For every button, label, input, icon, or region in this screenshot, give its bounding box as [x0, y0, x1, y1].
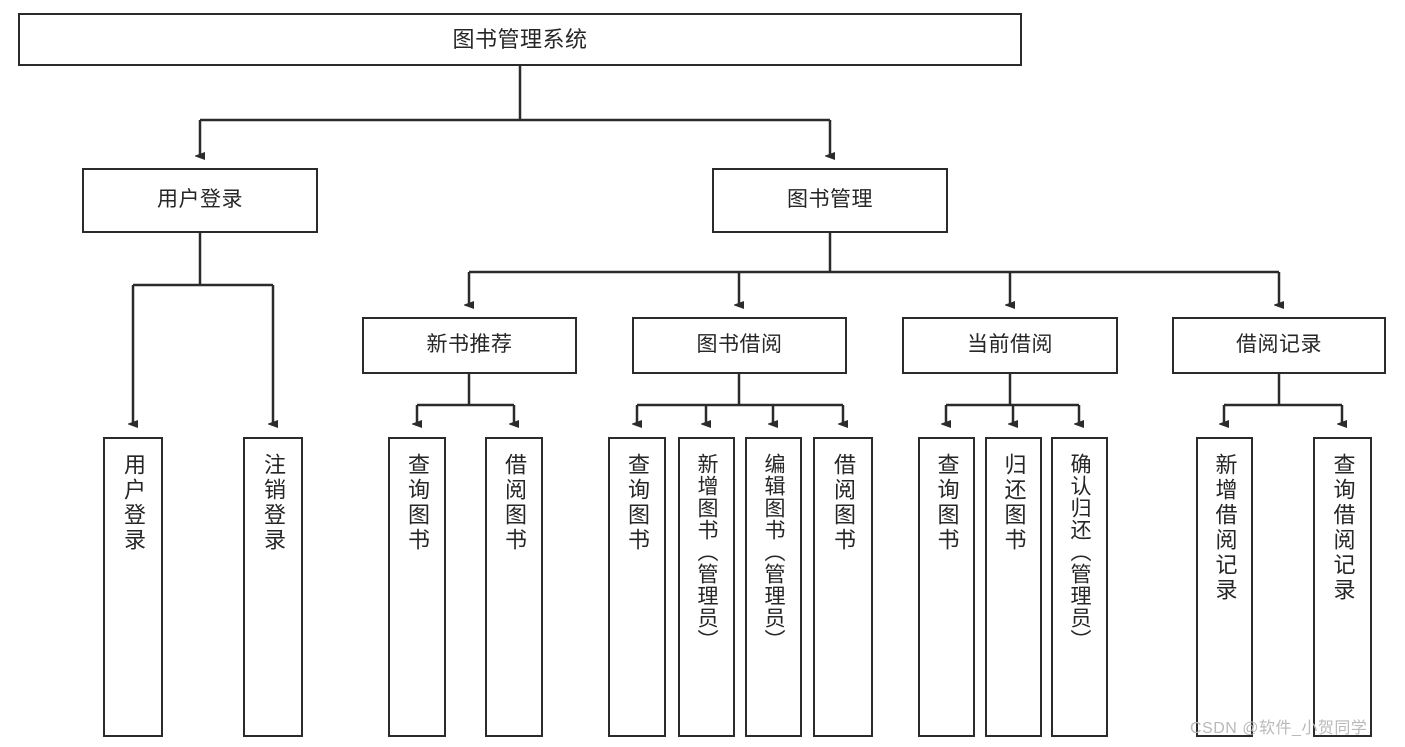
node-leaf-query-book-2-label: 查询图书 — [625, 453, 650, 553]
node-leaf-borrow-book-1-label: 借阅图书 — [502, 453, 527, 553]
node-leaf-query-book-3-label: 查询图书 — [934, 453, 960, 553]
node-leaf-add-book-admin-label: 新增图书（管理员） — [695, 453, 718, 651]
node-book-borrow-label: 图书借阅 — [696, 333, 783, 357]
node-root[interactable]: 图书管理系统 — [18, 13, 1022, 66]
node-leaf-borrow-book-2[interactable]: 借阅图书 — [813, 437, 873, 737]
node-leaf-borrow-book-1[interactable]: 借阅图书 — [485, 437, 543, 737]
node-leaf-return-book[interactable]: 归还图书 — [985, 437, 1042, 737]
node-borrow-record-label: 借阅记录 — [1236, 333, 1322, 357]
node-leaf-query-book-2[interactable]: 查询图书 — [608, 437, 666, 737]
node-leaf-query-book-1[interactable]: 查询图书 — [388, 437, 446, 737]
node-leaf-add-book-admin[interactable]: 新增图书（管理员） — [678, 437, 735, 737]
node-leaf-user-login[interactable]: 用户登录 — [103, 437, 163, 737]
node-leaf-query-book-3[interactable]: 查询图书 — [918, 437, 975, 737]
node-leaf-query-borrow-record[interactable]: 查询借阅记录 — [1313, 437, 1372, 737]
node-leaf-confirm-return-admin[interactable]: 确认归还（管理员） — [1051, 437, 1108, 737]
node-user-login[interactable]: 用户登录 — [82, 168, 318, 233]
node-new-book-recommend-label: 新书推荐 — [426, 333, 513, 357]
node-borrow-record[interactable]: 借阅记录 — [1172, 317, 1386, 374]
node-leaf-user-login-label: 用户登录 — [121, 453, 146, 553]
node-leaf-edit-book-admin-label: 编辑图书（管理员） — [762, 453, 785, 651]
node-leaf-add-borrow-record[interactable]: 新增借阅记录 — [1196, 437, 1253, 737]
node-new-book-recommend[interactable]: 新书推荐 — [362, 317, 577, 374]
node-leaf-add-borrow-record-label: 新增借阅记录 — [1212, 453, 1238, 603]
node-leaf-edit-book-admin[interactable]: 编辑图书（管理员） — [745, 437, 802, 737]
node-leaf-query-borrow-record-label: 查询借阅记录 — [1330, 453, 1356, 603]
csdn-watermark: CSDN @软件_小贺同学 — [1190, 720, 1368, 737]
node-root-label: 图书管理系统 — [452, 26, 588, 52]
node-book-borrow[interactable]: 图书借阅 — [632, 317, 847, 374]
node-leaf-confirm-return-admin-label: 确认归还（管理员） — [1068, 453, 1091, 651]
node-book-manage[interactable]: 图书管理 — [712, 168, 948, 233]
node-leaf-borrow-book-2-label: 借阅图书 — [831, 453, 856, 553]
node-leaf-return-book-label: 归还图书 — [1001, 453, 1027, 553]
node-leaf-logout-login[interactable]: 注销登录 — [243, 437, 303, 737]
node-user-login-label: 用户登录 — [157, 188, 243, 212]
node-leaf-query-book-1-label: 查询图书 — [405, 453, 430, 553]
node-current-borrow-label: 当前借阅 — [967, 333, 1053, 357]
node-leaf-logout-login-label: 注销登录 — [261, 453, 286, 553]
node-current-borrow[interactable]: 当前借阅 — [902, 317, 1118, 374]
node-book-manage-label: 图书管理 — [787, 188, 873, 212]
